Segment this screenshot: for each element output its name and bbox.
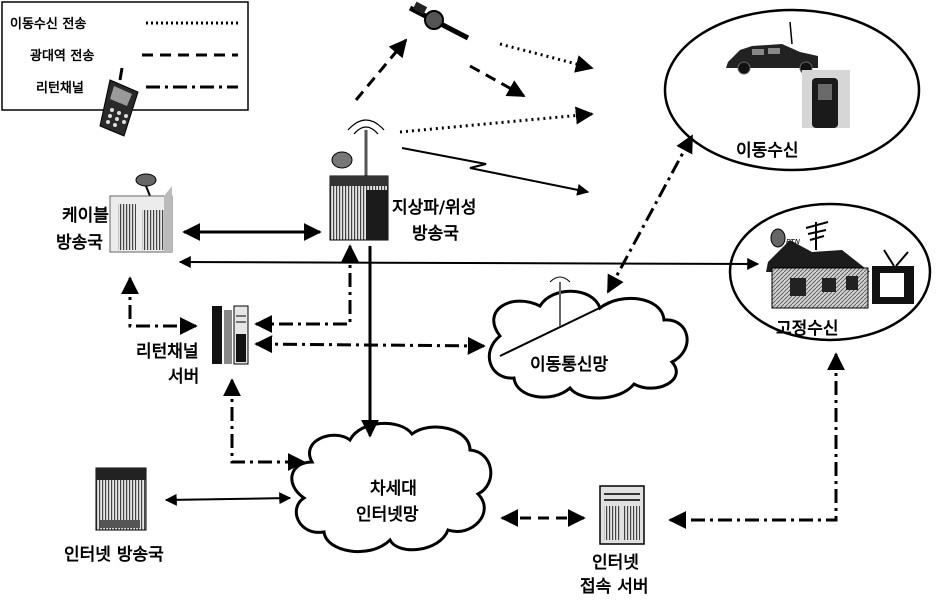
svg-text:ETN: ETN <box>786 238 801 246</box>
fixed-reception-label: 고정수신 <box>776 319 839 339</box>
return-channel-server-icon <box>212 305 249 365</box>
cable-station-label-line1: 케이블 <box>62 206 109 226</box>
car-icon <box>726 21 818 75</box>
terrestrial-satellite-label-line1: 지상파/위성 <box>392 198 476 218</box>
cable-station-label-line2: 방송국 <box>56 233 103 253</box>
nextgen-internet-label-line1: 차세대 <box>370 479 417 499</box>
house-icon: ETN <box>766 221 870 309</box>
station-to-satellite-wideband <box>354 38 408 101</box>
cable-return-channel-link <box>121 276 198 335</box>
satellite-wideband-transmission <box>469 64 526 98</box>
mobile-phone-icon <box>99 67 139 137</box>
server-nextgen-internet-link <box>223 378 306 471</box>
satellite-icon <box>408 1 470 41</box>
station-mobile-transmission <box>399 106 594 134</box>
access-server-label-line1: 인터넷 <box>592 553 639 573</box>
internet-access-server-icon <box>599 485 645 545</box>
mobile-reception-label: 이동수신 <box>736 141 799 161</box>
station-wireless-transmission <box>401 147 590 196</box>
internet-broadcast-station-icon <box>95 467 147 531</box>
satellite-mobile-transmission <box>499 42 594 73</box>
mobile-network-reception-link <box>606 134 694 294</box>
legend-wideband-label: 광대역 전송 <box>30 48 94 64</box>
access-server-fixed-reception-link <box>668 352 845 529</box>
access-server-label-line2: 접속 서버 <box>580 577 648 597</box>
internet-broadcaster-label: 인터넷 방송국 <box>64 545 164 565</box>
legend-mobile-label: 이동수신 전송 <box>10 16 86 32</box>
legend-return-label: 리턴채널 <box>36 80 84 96</box>
pda-icon <box>802 70 850 128</box>
mobile-network-label: 이동통신망 <box>530 355 609 375</box>
nextgen-internet-label-line2: 인터넷망 <box>356 505 419 525</box>
return-server-label-line2: 서버 <box>168 367 199 387</box>
terrestrial-satellite-label-line2: 방송국 <box>412 224 459 244</box>
mobile-reception-ellipse <box>663 8 921 172</box>
internet-broadcaster-link <box>164 492 292 506</box>
return-server-label-line1: 리턴채널 <box>136 342 199 362</box>
cable-fixed-reception-link <box>178 256 760 270</box>
cable-broadcast-station-icon <box>109 173 173 253</box>
terrestrial-broadcast-station-icon <box>329 119 389 241</box>
tv-icon <box>872 249 914 304</box>
terrestrial-return-channel-link <box>254 244 359 333</box>
mobile-network-cloud <box>487 276 689 400</box>
